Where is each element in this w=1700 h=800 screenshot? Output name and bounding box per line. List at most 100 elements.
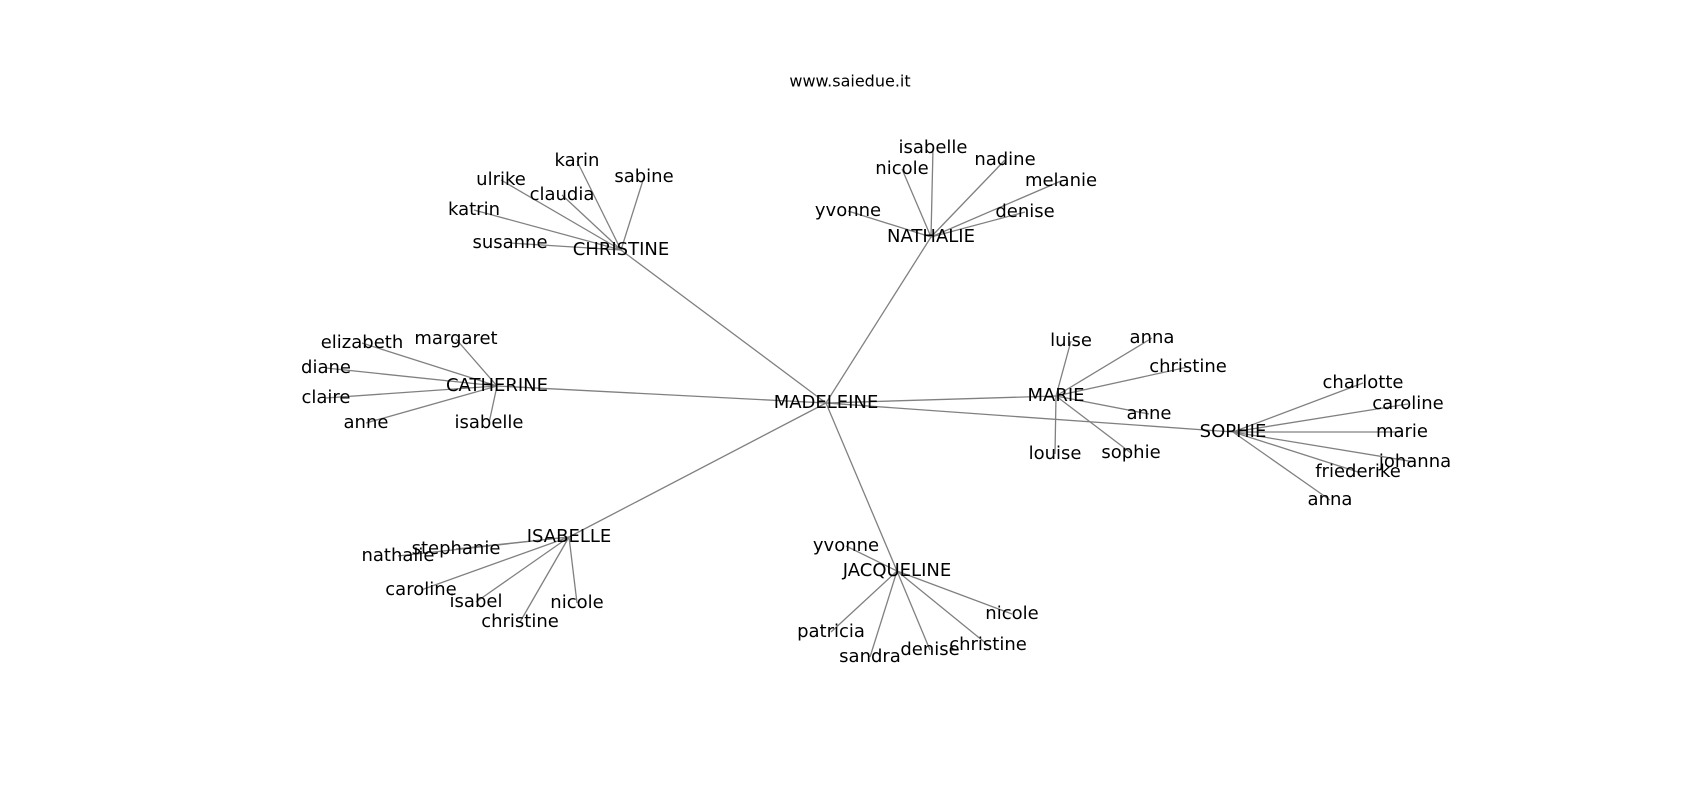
node-leaf-catherine-diane: diane (301, 357, 351, 378)
node-leaf-christine-katrin: katrin (448, 199, 500, 220)
node-leaf-marie-anna: anna (1130, 327, 1175, 348)
node-leaf-christine-ulrike: ulrike (476, 169, 526, 190)
edge-marie-luise (1055, 340, 1072, 397)
edge-jacqueline-yvonne (845, 545, 898, 572)
node-root: MADELEINE (774, 392, 879, 413)
edge-isabelle-nicole (568, 536, 578, 604)
node-leaf-sophie-friederike: friederike (1315, 461, 1401, 482)
edge-jacqueline-patricia (830, 570, 898, 633)
edge-layer (325, 147, 1416, 658)
edge-nathalie-denise (930, 211, 1026, 238)
edge-christine-katrin (473, 209, 622, 251)
edge-root-isabelle (568, 402, 827, 538)
edge-jacqueline-sandra (869, 570, 898, 658)
node-leaf-christine-claudia: claudia (530, 184, 595, 205)
edge-isabelle-christine (519, 536, 570, 623)
node-group-marie: MARIE (1027, 385, 1084, 406)
edge-marie-christine (1055, 366, 1189, 397)
node-leaf-nathalie-melanie: melanie (1025, 170, 1097, 191)
edge-christine-susanne (509, 242, 622, 251)
edge-christine-ulrike (500, 179, 622, 251)
node-leaf-nathalie-nadine: nadine (974, 149, 1035, 170)
node-leaf-isabelle-christine: christine (481, 611, 559, 632)
node-group-christine: CHRISTINE (573, 239, 670, 260)
node-leaf-catherine-claire: claire (301, 387, 350, 408)
node-leaf-isabelle-caroline: caroline (385, 579, 456, 600)
edge-isabelle-caroline (420, 536, 570, 591)
node-leaf-catherine-anne: anne (344, 412, 389, 433)
node-leaf-jacqueline-yvonne: yvonne (813, 535, 879, 556)
edge-isabelle-nathalie (397, 536, 570, 557)
edge-catherine-diane (325, 367, 498, 387)
edge-jacqueline-christine (896, 570, 989, 646)
edge-root-sophie (825, 402, 1234, 433)
node-leaf-sophie-johanna: johanna (1378, 451, 1451, 472)
edge-catherine-anne (365, 385, 498, 424)
edge-root-catherine (496, 385, 827, 404)
site-title: www.saiedue.it (789, 72, 910, 91)
node-leaf-isabelle-stephanie: stephanie (412, 538, 501, 559)
edge-catherine-claire (325, 385, 498, 399)
edge-root-christine (620, 249, 827, 404)
edge-jacqueline-denise (896, 570, 931, 651)
node-leaf-isabelle-nathalie: nathalie (361, 545, 434, 566)
edge-sophie-anna (1232, 431, 1331, 501)
node-leaf-sophie-marie: marie (1376, 421, 1428, 442)
edge-catherine-margaret (455, 338, 498, 387)
node-leaf-nathalie-denise: denise (995, 201, 1054, 222)
node-leaf-jacqueline-patricia: patricia (797, 621, 865, 642)
node-leaf-marie-luise: luise (1050, 330, 1092, 351)
node-leaf-sophie-caroline: caroline (1372, 393, 1443, 414)
node-leaf-christine-susanne: susanne (472, 232, 547, 253)
node-leaf-christine-sabine: sabine (614, 166, 673, 187)
node-group-nathalie: NATHALIE (887, 226, 975, 247)
node-leaf-marie-christine: christine (1149, 356, 1227, 377)
node-leaf-marie-sophie: sophie (1101, 442, 1160, 463)
edge-sophie-caroline (1232, 403, 1409, 433)
node-leaf-marie-louise: louise (1029, 443, 1082, 464)
edge-root-marie (825, 395, 1057, 404)
node-group-sophie: SOPHIE (1200, 421, 1267, 442)
node-leaf-catherine-margaret: margaret (414, 328, 497, 349)
node-leaf-jacqueline-denise: denise (900, 639, 959, 660)
edge-nathalie-isabelle (930, 147, 934, 238)
node-leaf-jacqueline-sandra: sandra (839, 646, 901, 667)
edge-marie-anne (1055, 395, 1150, 415)
node-leaf-marie-anne: anne (1127, 403, 1172, 424)
edge-nathalie-yvonne (847, 210, 932, 238)
node-group-catherine: CATHERINE (446, 375, 548, 396)
edge-sophie-johanna (1232, 431, 1416, 463)
edge-jacqueline-nicole (896, 570, 1013, 615)
edge-christine-karin (576, 160, 622, 251)
node-group-isabelle: ISABELLE (527, 526, 612, 547)
node-leaf-catherine-elizabeth: elizabeth (321, 332, 404, 353)
edge-isabelle-isabel (475, 536, 570, 603)
edge-nathalie-nadine (930, 159, 1006, 238)
edge-christine-sabine (620, 176, 645, 251)
node-leaf-jacqueline-christine: christine (949, 634, 1027, 655)
edge-nathalie-melanie (930, 180, 1062, 238)
edge-sophie-friederike (1232, 431, 1359, 473)
edge-sophie-charlotte (1232, 382, 1364, 433)
node-leaf-sophie-charlotte: charlotte (1323, 372, 1404, 393)
node-leaf-sophie-anna: anna (1308, 489, 1353, 510)
node-leaf-nathalie-yvonne: yvonne (815, 200, 881, 221)
edge-marie-anna (1055, 337, 1153, 397)
node-leaf-christine-karin: karin (555, 150, 600, 171)
edge-christine-claudia (561, 194, 622, 251)
edge-marie-sophie (1055, 395, 1132, 454)
node-leaf-isabelle-nicole: nicole (550, 592, 603, 613)
node-group-jacqueline: JACQUELINE (842, 560, 951, 581)
node-leaf-jacqueline-nicole: nicole (985, 603, 1038, 624)
node-leaf-catherine-isabelle: isabelle (455, 412, 524, 433)
node-leaf-nathalie-nicole: nicole (875, 158, 928, 179)
node-leaf-nathalie-isabelle: isabelle (899, 137, 968, 158)
edge-marie-louise (1054, 395, 1057, 455)
edge-catherine-elizabeth (361, 342, 498, 387)
node-leaf-isabelle-isabel: isabel (450, 591, 503, 612)
edge-nathalie-nicole (901, 168, 932, 238)
edge-root-nathalie (825, 236, 932, 404)
edge-root-jacqueline (825, 402, 898, 572)
label-layer: MADELEINE CHRISTINE karin sabine ulrikeclaud… (301, 137, 1451, 667)
